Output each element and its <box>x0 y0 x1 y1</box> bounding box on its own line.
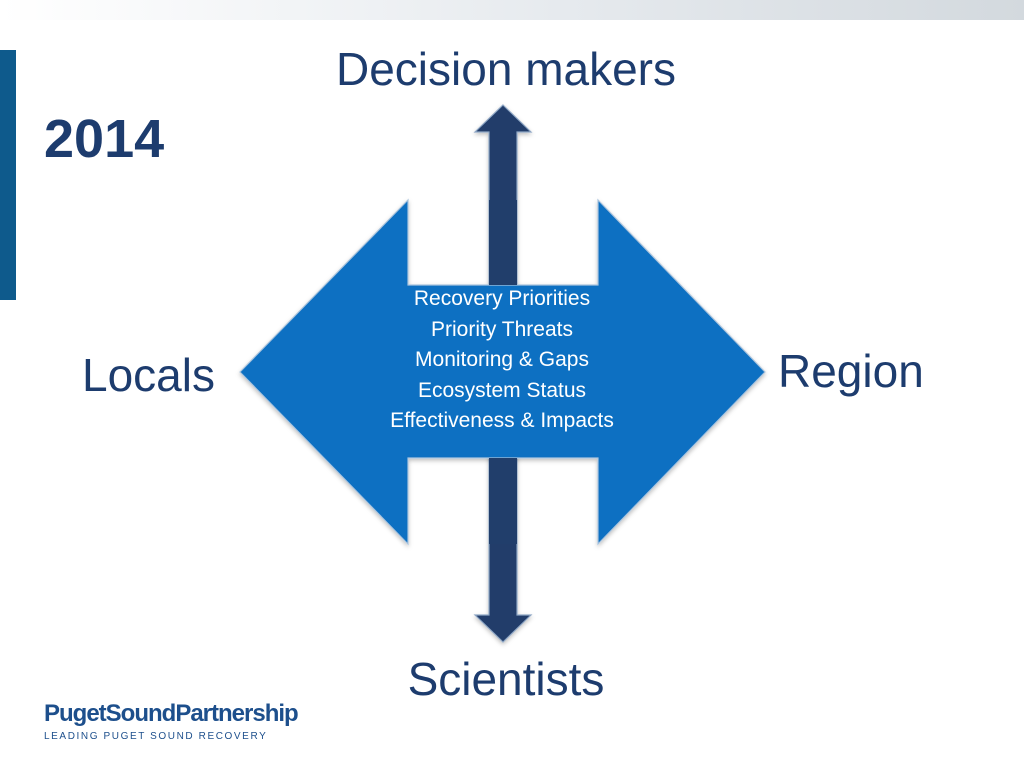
label-locals: Locals <box>82 349 215 401</box>
label-scientists: Scientists <box>407 653 605 705</box>
vertical-arrow-shaft-bottom <box>489 458 517 544</box>
horizontal-double-arrow <box>239 198 766 546</box>
center-item-ecosystem-status: Ecosystem Status <box>417 378 587 402</box>
slide-year: 2014 <box>44 109 165 169</box>
brand-name: PugetSoundPartnership <box>44 700 299 727</box>
left-accent-bar <box>0 50 16 300</box>
brand-logo: PugetSoundPartnership LEADING PUGET SOUN… <box>44 700 299 742</box>
center-item-recovery-priorities: Recovery Priorities <box>413 287 591 310</box>
top-gradient-band <box>0 0 1024 20</box>
center-item-priority-threats: Priority Threats <box>431 317 573 341</box>
center-item-effectiveness-impacts: Effectiveness & Impacts <box>390 409 614 432</box>
brand-tagline: LEADING PUGET SOUND RECOVERY <box>44 731 268 742</box>
center-topic-list: Recovery Priorities Priority Threats Mon… <box>352 284 652 437</box>
center-item-monitoring-gaps: Monitoring & Gaps <box>415 348 589 371</box>
label-region: Region <box>778 345 924 397</box>
vertical-arrow-shaft-top <box>489 200 517 285</box>
label-decision-makers: Decision makers <box>336 43 676 95</box>
